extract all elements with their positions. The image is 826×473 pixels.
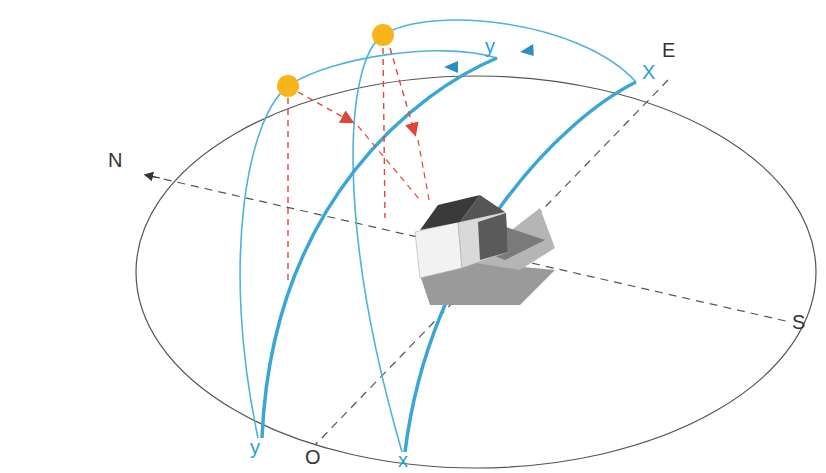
sun-arc-x	[353, 20, 636, 452]
sun-projection	[383, 48, 385, 218]
path-end-label: y	[485, 36, 495, 56]
house	[415, 195, 555, 305]
direction-arrowhead	[519, 44, 535, 58]
east-west-axis	[315, 80, 668, 445]
west-label: O	[305, 447, 321, 467]
sun-projection	[287, 98, 288, 282]
east-label: E	[662, 40, 675, 60]
path-end-label: x	[398, 450, 408, 470]
sun-ray	[298, 92, 352, 122]
north-south-axis	[150, 176, 790, 322]
north-arrow	[146, 175, 160, 178]
sun-ray	[418, 140, 430, 205]
south-label: S	[792, 312, 805, 332]
sun-ray	[390, 48, 415, 134]
north-label: N	[108, 150, 122, 170]
path-end-label: X	[642, 62, 655, 82]
horizon-ellipse	[136, 76, 816, 468]
ground-path-x	[405, 82, 636, 452]
sun	[372, 24, 394, 46]
sun-ray	[358, 126, 420, 200]
path-end-label: y	[250, 437, 260, 457]
sun	[277, 75, 299, 97]
sun-arc-y	[240, 51, 497, 438]
direction-arrowhead	[444, 61, 458, 73]
